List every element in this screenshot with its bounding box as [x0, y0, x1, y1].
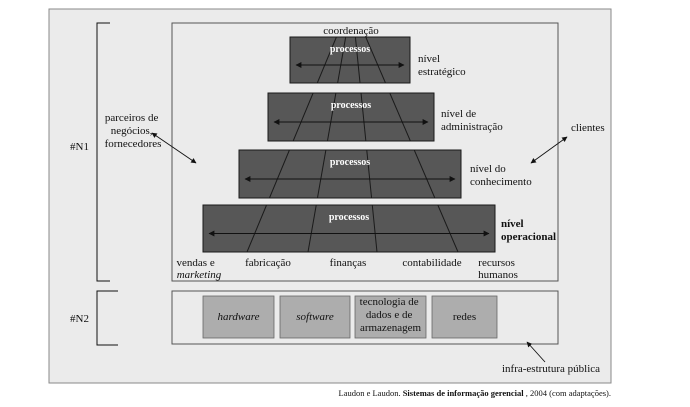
- level-2-bar: [267, 92, 435, 142]
- function-accounting: contabilidade: [402, 257, 461, 269]
- level-4-name-line-2: operacional: [501, 231, 556, 243]
- level-4-process-label: processos: [329, 212, 369, 223]
- function-hr: recursos humanos: [478, 257, 518, 281]
- level-2-name-line-2: administração: [441, 121, 503, 133]
- infra-data-tech-line-1: tecnologia de: [360, 296, 419, 308]
- function-finance: finanças: [330, 257, 367, 269]
- partners-arrow: [151, 132, 197, 164]
- level-1-dividers: [316, 37, 386, 83]
- function-sales-line-1: vendas e: [177, 257, 215, 269]
- level-1-name-line-1: nível: [418, 53, 440, 65]
- functions-row: vendas e marketing fabricação finanças c…: [177, 257, 518, 281]
- source-caption: Laudon e Laudon. Sistemas de informação …: [339, 388, 612, 398]
- infra-box-networks: [431, 295, 498, 339]
- function-hr-line-2: humanos: [478, 269, 518, 281]
- level-2-name-line-1: nível de: [441, 108, 476, 120]
- level-3-name-line-1: nível do: [470, 163, 506, 175]
- group-label-n2: #N2: [70, 313, 89, 325]
- source-rest: , 2004 (com adaptações).: [526, 388, 611, 398]
- function-sales: vendas e marketing: [177, 257, 222, 281]
- level-1-bar: [289, 36, 411, 84]
- infra-data-tech-line-2: dados e de: [366, 309, 413, 321]
- level-1-process-label: processos: [330, 44, 370, 55]
- infra-box-data-tech: [354, 295, 427, 339]
- function-hr-line-1: recursos: [478, 257, 515, 269]
- infra-data-tech-line-3: armazenagem: [360, 322, 422, 334]
- partners-label: parceiros de negócios, fornecedores: [105, 112, 162, 150]
- partners-line-3: fornecedores: [105, 138, 162, 150]
- infra-label: infra-estrutura pública: [502, 363, 600, 375]
- function-sales-line-2: marketing: [177, 269, 222, 281]
- partners-line-2: negócios,: [111, 125, 153, 137]
- group-label-n1: #N1: [70, 141, 89, 153]
- n1-bracket: [96, 22, 110, 282]
- level-4-name-line-1: nível: [501, 218, 524, 230]
- infra-box-software: [279, 295, 351, 339]
- infra-data-tech-label: tecnologia de dados e de armazenagem: [360, 296, 422, 334]
- clients-arrow: [530, 136, 568, 164]
- level-3-name-line-2: conhecimento: [470, 176, 532, 188]
- level-4-dividers: [246, 205, 459, 252]
- infra-box-hardware: [202, 295, 275, 339]
- level-2-process-label: processos: [331, 100, 371, 111]
- infra-software-label: software: [296, 311, 334, 323]
- level-4-bar: [202, 204, 496, 253]
- source-title: Sistemas de informação gerencial: [403, 388, 525, 398]
- n2-bracket: [96, 290, 118, 346]
- level-1-name-line-2: estratégico: [418, 66, 466, 78]
- infra-arrow: [526, 341, 546, 363]
- function-manufacturing: fabricação: [245, 257, 291, 269]
- level-2-dividers: [292, 93, 411, 141]
- level-3-dividers: [268, 150, 436, 198]
- top-label: coordenação: [323, 25, 379, 37]
- infra-networks-label: redes: [453, 311, 476, 323]
- clients-label: clientes: [571, 122, 605, 134]
- level-3-process-label: processos: [330, 157, 370, 168]
- source-authors: Laudon e Laudon.: [339, 388, 403, 398]
- partners-line-1: parceiros de: [105, 112, 159, 124]
- infra-hardware-label: hardware: [218, 311, 260, 323]
